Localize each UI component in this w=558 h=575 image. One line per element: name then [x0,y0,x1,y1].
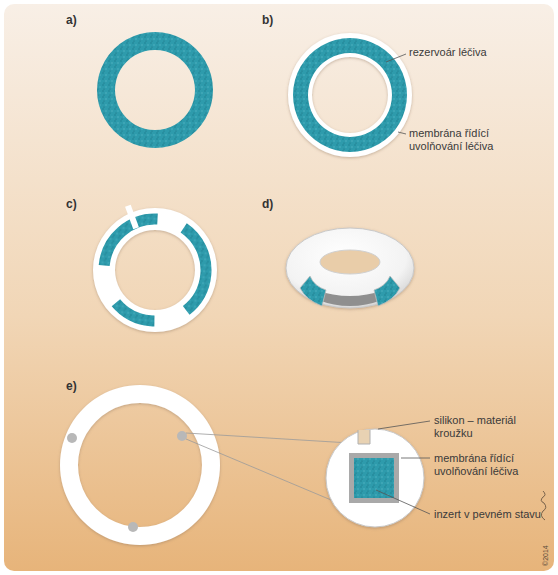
part-label: membrána řídící uvolňování léčiva [434,452,542,478]
torus-ring [286,228,414,308]
ring-slot [358,430,370,444]
solid-insert [354,458,394,498]
reservoir-ring [288,33,412,157]
part-label: membrána řídící uvolňování léčiva [409,127,529,153]
panel-letter: d) [262,198,273,211]
cross-section [326,429,424,527]
matrix-ring [97,32,213,148]
insert-dot [128,522,138,532]
part-label: silikon – materiál kroužku [434,414,552,440]
leader-line [401,458,430,459]
signature-year: ©2014 [539,545,552,566]
leader-line [386,54,406,62]
panel-letter: e) [66,380,77,393]
drug-reservoir [293,38,407,152]
panel-letter: b) [262,14,273,27]
segment-gap [125,205,139,230]
signature [541,491,546,520]
silicone-ring [60,385,220,545]
background-panel [4,4,554,571]
insert-dot [67,433,77,443]
leader-line [376,490,430,514]
zoom-line [186,433,350,443]
leader-line [378,421,430,429]
panel-letter: c) [66,198,77,211]
leader-line [398,132,406,134]
drug-segment [100,215,211,326]
part-label: rezervoár léčiva [409,46,529,59]
segmented-ring [93,208,217,332]
insert-dot [177,431,187,441]
part-label: inzert v pevném stavu [434,508,552,521]
release-membrane [349,453,399,503]
zoom-line [186,439,343,505]
panel-letter: a) [66,14,77,27]
